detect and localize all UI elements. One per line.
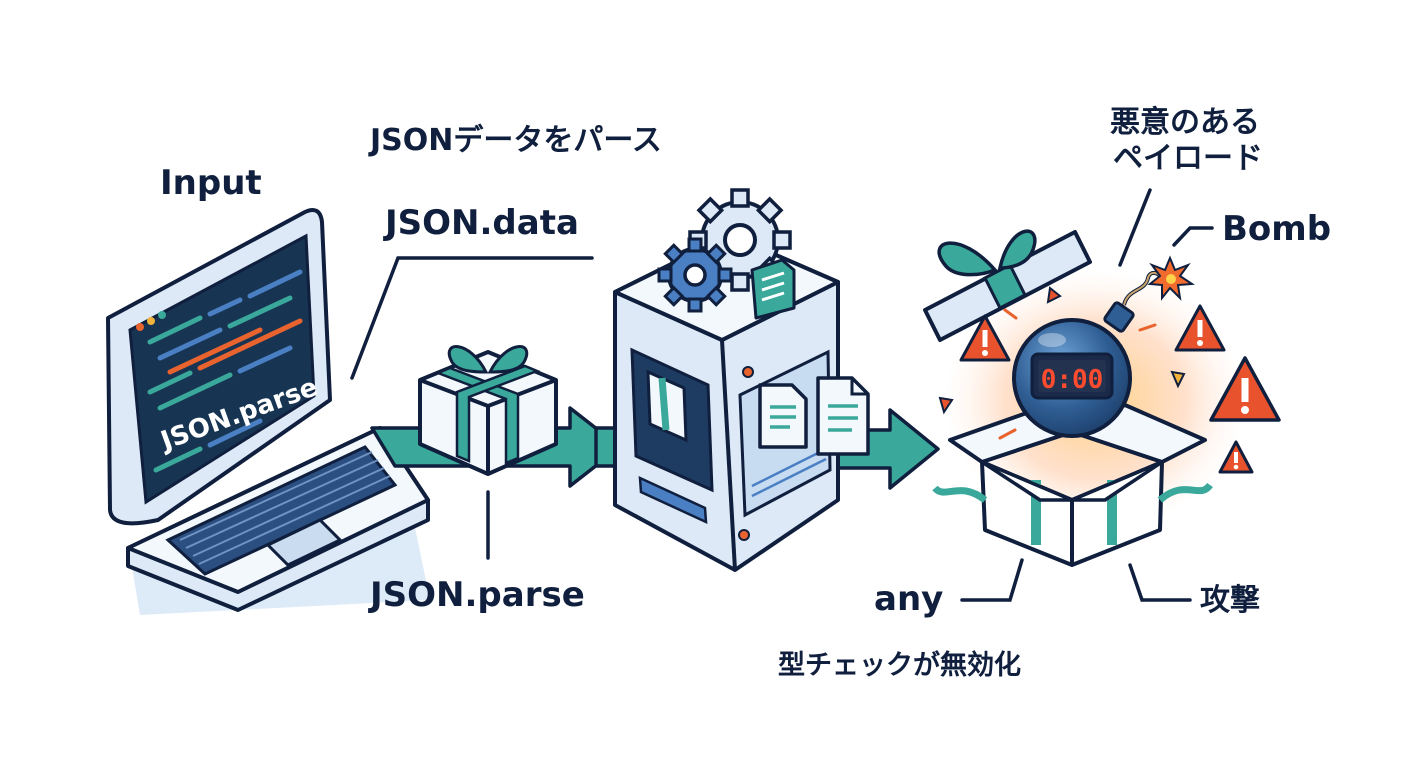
gift-box-icon bbox=[418, 345, 558, 476]
open-box-icon bbox=[932, 403, 1213, 567]
input-label: Input bbox=[160, 163, 262, 203]
gift-lid-icon bbox=[923, 229, 1092, 342]
json-data-label: JSON.data bbox=[385, 203, 579, 243]
attack-label: 攻撃 bbox=[1200, 583, 1260, 618]
malicious-payload-label-line2: ペイロード bbox=[1113, 141, 1263, 176]
json-parse-label: JSON.parse bbox=[370, 575, 585, 615]
type-check-disabled-label: 型チェックが無効化 bbox=[778, 650, 1021, 681]
any-type-label: any bbox=[874, 579, 944, 619]
warning-icon bbox=[938, 286, 1281, 474]
bomb-icon: 0:00 bbox=[1012, 255, 1195, 438]
laptop-icon: JSON.parse bbox=[106, 208, 430, 615]
bomb-label: Bomb bbox=[1222, 209, 1332, 249]
malicious-payload-label-line1: 悪意のある bbox=[1110, 105, 1260, 140]
document-icon bbox=[750, 258, 870, 456]
callout-lines bbox=[350, 188, 1214, 602]
timer-display: 0:00 bbox=[1041, 365, 1104, 395]
parse-title-label: JSONデータをパース bbox=[370, 123, 662, 158]
gear-icon bbox=[657, 188, 792, 313]
